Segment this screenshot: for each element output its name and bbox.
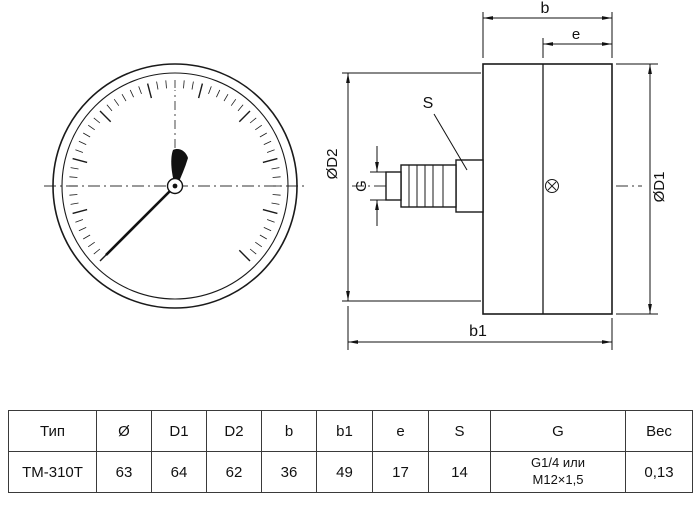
gauge-side-view [352,63,642,315]
dim-e [542,38,612,58]
cell-d1: 64 [151,451,207,493]
dimension-annotations: b e ØD2 ØD1 [324,0,668,350]
header-type: Тип [8,410,97,452]
cell-type: ТМ-310Т [8,451,97,493]
dim-b [482,12,613,58]
dim-b1 [347,306,613,350]
thread-tip [385,171,402,201]
header-weight: Вес [625,410,693,452]
cell-b1: 49 [316,451,373,493]
dim-label-d1: ØD1 [651,172,668,203]
table-header-row: Тип Ø D1 D2 b b1 e S G Вес [8,410,693,452]
s-leader-line [433,113,468,171]
fitting-neck [455,159,484,213]
gauge-front-view [44,63,306,309]
vent-screw-icon [545,179,559,193]
case-outline [482,63,613,315]
dim-label-e: e [572,26,580,43]
cell-d2: 62 [206,451,262,493]
dimensions-table: Тип Ø D1 D2 b b1 e S G Вес ТМ-310Т 63 64… [8,410,693,493]
dim-label-d2: ØD2 [324,149,341,180]
dim-label-g: G [353,180,370,192]
dim-label-b: b [541,0,550,17]
header-d1: D1 [151,410,207,452]
fitting-hex-nut [400,164,457,208]
header-diameter: Ø [96,410,152,452]
cell-weight: 0,13 [625,451,693,493]
header-e: e [372,410,429,452]
header-b: b [261,410,317,452]
cell-s: 14 [428,451,491,493]
dim-d1 [616,63,658,315]
header-d2: D2 [206,410,262,452]
gauge-outer-rim [52,63,298,309]
cell-b: 36 [261,451,317,493]
cell-diameter: 63 [96,451,152,493]
dim-label-s: S [423,95,434,112]
dim-g [370,146,386,226]
dim-d2 [342,72,481,302]
table-row: ТМ-310Т 63 64 62 36 49 17 14 G1/4 или М1… [8,451,693,493]
header-b1: b1 [316,410,373,452]
cell-e: 17 [372,451,429,493]
gauge-needle [105,148,188,256]
dial-tick-marks [69,80,281,262]
dim-label-b1: b1 [469,323,487,340]
needle-hub-center [172,183,178,189]
header-s: S [428,410,491,452]
technical-drawing: b e ØD2 ØD1 [44,0,668,350]
cell-g: G1/4 или М12×1,5 [490,451,626,493]
header-g: G [490,410,626,452]
gauge-inner-rim [61,72,289,300]
hex-facet-lines [408,165,444,207]
